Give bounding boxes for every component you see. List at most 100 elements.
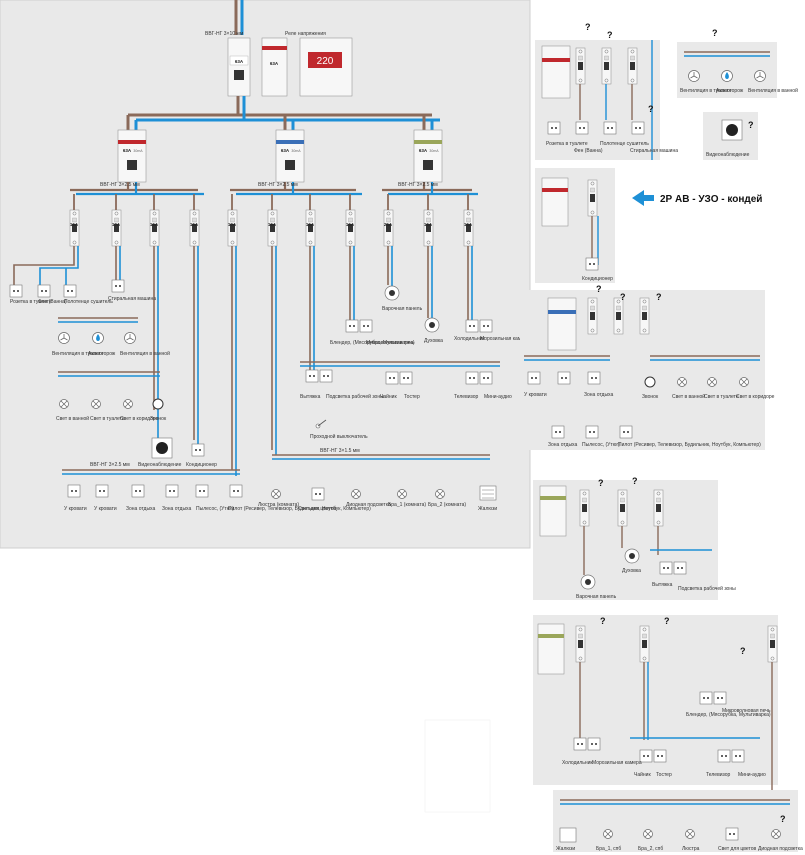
two-way-switch xyxy=(315,419,327,429)
load-hob: Варочная панель xyxy=(382,306,423,312)
f7-load-8: Мини-аудио xyxy=(738,772,766,778)
video-and-ac xyxy=(151,437,205,459)
group1-breakers xyxy=(69,194,200,247)
load-led-light: Диодная подсветка xyxy=(346,502,391,508)
load-toilet-light: Свет в туалете xyxy=(90,416,125,422)
f2-load-1: Вентиляция в туалете xyxy=(680,88,732,94)
rcd2-leak: 30mA xyxy=(291,149,301,153)
f8-load-6: Диодная подсветка xyxy=(758,846,803,852)
f7-load-6: Тостер xyxy=(656,772,672,778)
cable-label-g2: ВВГ-НГ 3×2.5 мм xyxy=(258,182,298,188)
blank-placeholder xyxy=(424,719,491,813)
g2-breaker-4: 16A xyxy=(346,222,355,227)
g3-breaker-3: 16A xyxy=(464,222,473,227)
question-mark-8: ? xyxy=(656,292,662,302)
load-bath-light: Свет в ванной xyxy=(56,415,89,422)
group-busses xyxy=(70,182,478,196)
f6-load-2: Духовка xyxy=(622,568,641,574)
load-freezer: Морозильная камера xyxy=(480,336,530,342)
voltage-relay-title: Реле напряжения xyxy=(285,31,326,37)
load-corridor-light: Свет в коридоре xyxy=(120,416,159,422)
g2-breaker-3: 16A xyxy=(306,222,315,227)
room-lights xyxy=(271,485,497,501)
fragment-conditioner xyxy=(535,168,615,283)
load-blender: Блендер, (Мясорубка, Мультиварка) xyxy=(330,340,415,346)
load-worktop-light: Подсветка рабочей зоны xyxy=(326,393,384,400)
question-mark-13: ? xyxy=(740,646,746,656)
load-blinds: Жалюзи xyxy=(478,506,497,512)
question-mark-5: ? xyxy=(748,120,754,130)
kitchen-sockets xyxy=(300,285,500,385)
fragment-bathroom xyxy=(535,40,660,160)
load-toilet-vent: Вентиляция в туалете xyxy=(52,351,104,357)
question-mark-11: ? xyxy=(600,616,606,626)
load-sconce-1: Бра_1 (комната) xyxy=(388,502,426,508)
load-kettle: Чайник xyxy=(380,393,397,400)
f7-load-5: Чайник xyxy=(634,771,651,778)
f8-load-4: Люстра xyxy=(682,846,700,852)
g1-breaker-2: 10A xyxy=(112,222,121,227)
ventilation-row xyxy=(58,317,138,344)
group3-breakers xyxy=(383,194,474,247)
load-plant-light: Свет для цветов xyxy=(298,506,337,512)
f5-load-9: Звонок xyxy=(642,394,659,400)
f1-load-2: Фен (Ванна) xyxy=(574,148,603,154)
load-chandelier: Люстра (комната) xyxy=(258,502,299,508)
rcd2-rating: 63A xyxy=(281,148,290,153)
f6-load-1: Варочная панель xyxy=(576,594,617,600)
question-mark-1: ? xyxy=(585,22,591,32)
rcd-main-rating: 63A xyxy=(270,61,279,66)
voltage-relay: 63A xyxy=(261,37,288,97)
cable-label-g1: ВВГ-НГ 3×2.5 мм xyxy=(100,182,140,188)
f7-load-1: Блендер, (Мясорубка, Мультиварка) xyxy=(686,712,771,718)
load-mini-audio: Мини-аудио xyxy=(484,394,512,400)
fragment-rooms xyxy=(520,290,765,450)
f8-load-1: Жалюзи xyxy=(556,846,575,852)
g3-breaker-2: 16A xyxy=(424,222,433,227)
rcd-group-3: 63A 30mA xyxy=(413,129,443,183)
load-washing-machine: Стиральная машина xyxy=(108,296,156,302)
f1-load-1: Розетка в туалете xyxy=(546,141,588,147)
load-hood: Вытяжка xyxy=(300,394,321,400)
arrow-text: 2Р АВ - УЗО - кондей xyxy=(660,194,762,205)
f7-load-3: Холодильник xyxy=(562,760,593,766)
rcd-group-1: 63A 30mA xyxy=(117,129,147,183)
group2-breakers xyxy=(227,194,356,247)
f1-load-4: Стиральная машина xyxy=(630,148,678,154)
load-bed-1: У кровати xyxy=(64,506,87,512)
f5-load-4: Пылесос, (Утюг) xyxy=(582,442,620,448)
cable-label-g3: ВВГ-НГ 3×2.5 мм xyxy=(398,182,438,188)
distribution-bus xyxy=(126,96,440,130)
load-two-way-switch: Проходной выключатель xyxy=(310,433,368,440)
f6-load-4: Подсветка рабочей зоны xyxy=(678,585,736,592)
f8-load-2: Бра_1, спб xyxy=(596,846,621,852)
room-bus xyxy=(62,454,490,475)
f7-load-7: Телевизор xyxy=(706,772,731,778)
f1-load-3: Полотенце сушитель xyxy=(600,141,649,147)
load-rest-1: Зона отдыха xyxy=(126,506,155,512)
bath-lights-row xyxy=(58,371,164,410)
rcd3-leak: 30mA xyxy=(429,149,439,153)
question-mark-4: ? xyxy=(712,28,718,38)
voltage-relay-display: 220 xyxy=(299,37,353,97)
g1-breaker-3: 16A xyxy=(150,222,159,227)
cable-label-light: ВВГ-НГ 3×1.5 мм xyxy=(320,448,360,454)
rcd1-rating: 63A xyxy=(123,148,132,153)
main-breaker-rating: 63A xyxy=(235,59,244,64)
load-fridge: Холодильник xyxy=(454,336,485,342)
load-microwave: Микроволновая печь xyxy=(366,340,415,346)
question-mark-2: ? xyxy=(607,30,613,40)
voltage-readout: 220 xyxy=(317,56,334,67)
f4-load: Кондиционер xyxy=(582,276,613,282)
load-oven: Духовка xyxy=(424,338,443,344)
fragment-appliances xyxy=(533,615,778,800)
cable-label-room: ВВГ-НГ 3×2.5 мм xyxy=(90,462,130,468)
g2-breaker-1: 10A xyxy=(228,222,237,227)
g1-breaker-1: 16A xyxy=(70,222,79,227)
question-mark-3: ? xyxy=(648,104,654,114)
rcd1-leak: 30mA xyxy=(133,149,143,153)
f5-load-7: Свет в туалете xyxy=(704,394,739,400)
load-toilet-socket: Розетка в туалете xyxy=(10,299,52,305)
fragment-cooking xyxy=(533,480,718,600)
cable-label-top: ВВГ-НГ 3×10 мм xyxy=(205,31,244,37)
